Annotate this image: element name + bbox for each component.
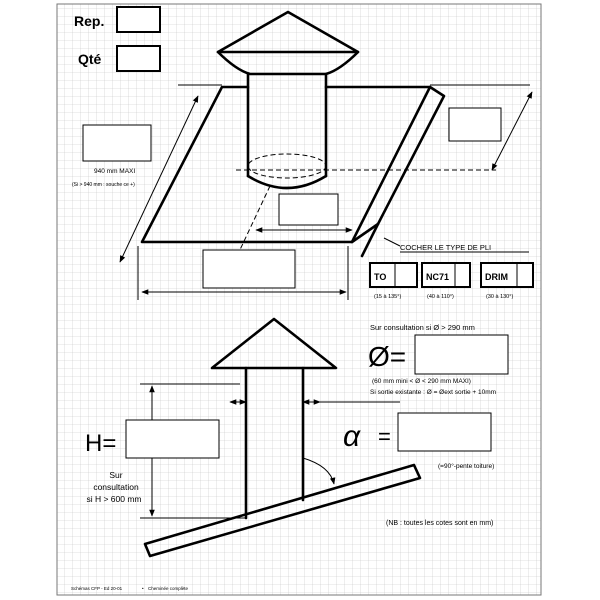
qte-label: Qté: [78, 51, 102, 67]
pli-option-drim-range: (30 à 130°): [486, 294, 513, 300]
footer-bullet: •: [142, 586, 144, 591]
diameter-existing-note: Si sortie existante : Ø = Øext sortie + …: [370, 389, 496, 396]
angle-equals: =: [378, 424, 391, 449]
angle-arc: [302, 457, 336, 485]
qte-input-box[interactable]: [116, 45, 161, 72]
pli-option-to-range: (15 à 135°): [374, 294, 401, 300]
height-symbol: H=: [85, 430, 116, 457]
pli-option-nc71[interactable]: NC71: [421, 262, 471, 288]
fold-depth-dimension: [491, 91, 533, 171]
height-input[interactable]: [125, 419, 220, 459]
pli-option-to-code: TO: [374, 272, 386, 282]
diameter-symbol: Ø=: [368, 341, 406, 372]
rep-input-box[interactable]: [116, 6, 161, 33]
diameter-range-note: (60 mm mini < Ø < 290 mm MAXI): [372, 378, 471, 385]
side-view-drawing: [140, 317, 422, 558]
pli-option-drim-code: DRIM: [485, 272, 508, 282]
height-consult-line2: consultation: [93, 482, 139, 492]
pipe-offset-input[interactable]: [278, 193, 339, 226]
pli-option-drim[interactable]: DRIM: [480, 262, 534, 288]
units-note: (NB : toutes les cotes sont en mm): [386, 520, 493, 527]
max-length-label: 940 mm MAXI: [94, 168, 135, 175]
pli-option-to[interactable]: TO: [369, 262, 418, 288]
angle-symbol: α: [343, 420, 361, 453]
diameter-input[interactable]: [414, 334, 509, 375]
angle-note: (=90°-pente toiture): [438, 462, 494, 470]
max-length-note: (Si > 940 mm : souche ce +): [72, 182, 135, 188]
height-consult-line1: Sur: [109, 470, 122, 480]
grid-background: [56, 3, 542, 596]
footer-right: Cheminée complète: [148, 586, 189, 591]
diameter-consult-note: Sur consultation si Ø > 290 mm: [370, 323, 475, 332]
pli-option-nc71-range: (40 à 110°): [427, 294, 454, 300]
pli-option-nc71-code: NC71: [426, 272, 449, 282]
pli-leader-line: [383, 237, 401, 247]
fold-depth-input[interactable]: [448, 107, 502, 142]
footer-left: Schémas CFP - Ed 20-01: [71, 586, 123, 591]
angle-input[interactable]: [397, 412, 492, 452]
height-consult-line3: si H > 600 mm: [86, 494, 141, 504]
rep-label: Rep.: [74, 13, 104, 29]
slant-length-dimension: [119, 95, 199, 263]
slant-length-input[interactable]: [82, 124, 152, 162]
pli-title: COCHER LE TYPE DE PLI: [400, 243, 491, 252]
base-width-input[interactable]: [202, 249, 296, 289]
